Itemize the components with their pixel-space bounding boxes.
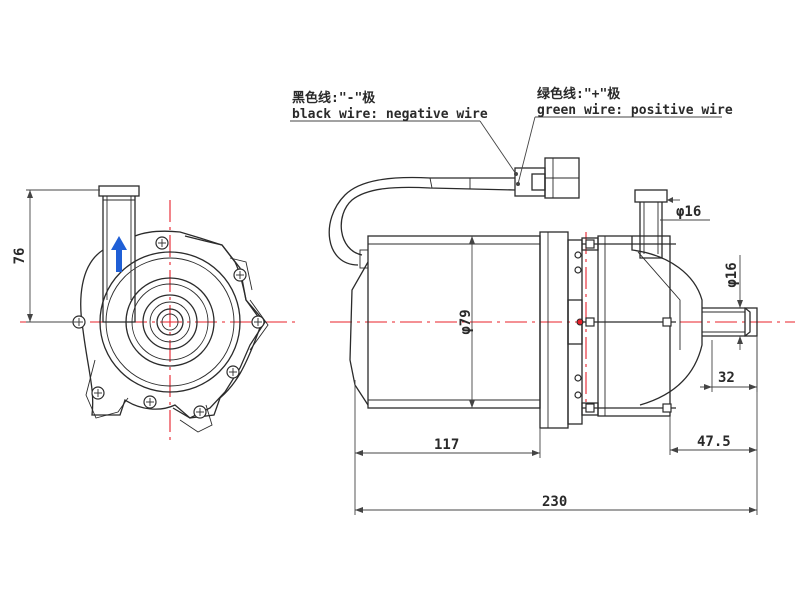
dim-outlet-phi16-label: φ16 [676, 204, 701, 220]
dim-32: 32 [700, 340, 758, 392]
black-wire-en-label: black wire: negative wire [292, 107, 488, 122]
black-wire-cn-label: 黑色线:"-"极 [292, 90, 376, 106]
wire-labels: 黑色线:"-"极 black wire: negative wire 绿色线:"… [290, 86, 733, 186]
dim-47-5-label: 47.5 [697, 434, 731, 450]
dim-outlet-phi16: φ16 [660, 197, 710, 221]
dim-phi79: φ79 [458, 236, 475, 408]
side-view [328, 157, 758, 429]
dim-32-label: 32 [718, 370, 735, 386]
dim-inlet-phi16: φ16 [724, 255, 743, 350]
dim-inlet-phi16-label: φ16 [724, 262, 740, 287]
green-wire-cn-label: 绿色线:"+"极 [537, 86, 621, 102]
dim-76-label: 76 [12, 248, 28, 265]
green-wire-en-label: green wire: positive wire [537, 103, 733, 118]
dim-230-label: 230 [542, 494, 567, 510]
dim-117: 117 [354, 380, 541, 515]
front-screws [72, 236, 265, 419]
dim-117-label: 117 [434, 437, 459, 453]
dim-47-5: 47.5 [669, 416, 757, 455]
front-view [72, 185, 269, 433]
arrow-up-icon [111, 236, 127, 272]
dim-76: 76 [12, 189, 100, 323]
dim-230: 230 [355, 336, 758, 515]
dim-phi79-label: φ79 [458, 309, 474, 334]
